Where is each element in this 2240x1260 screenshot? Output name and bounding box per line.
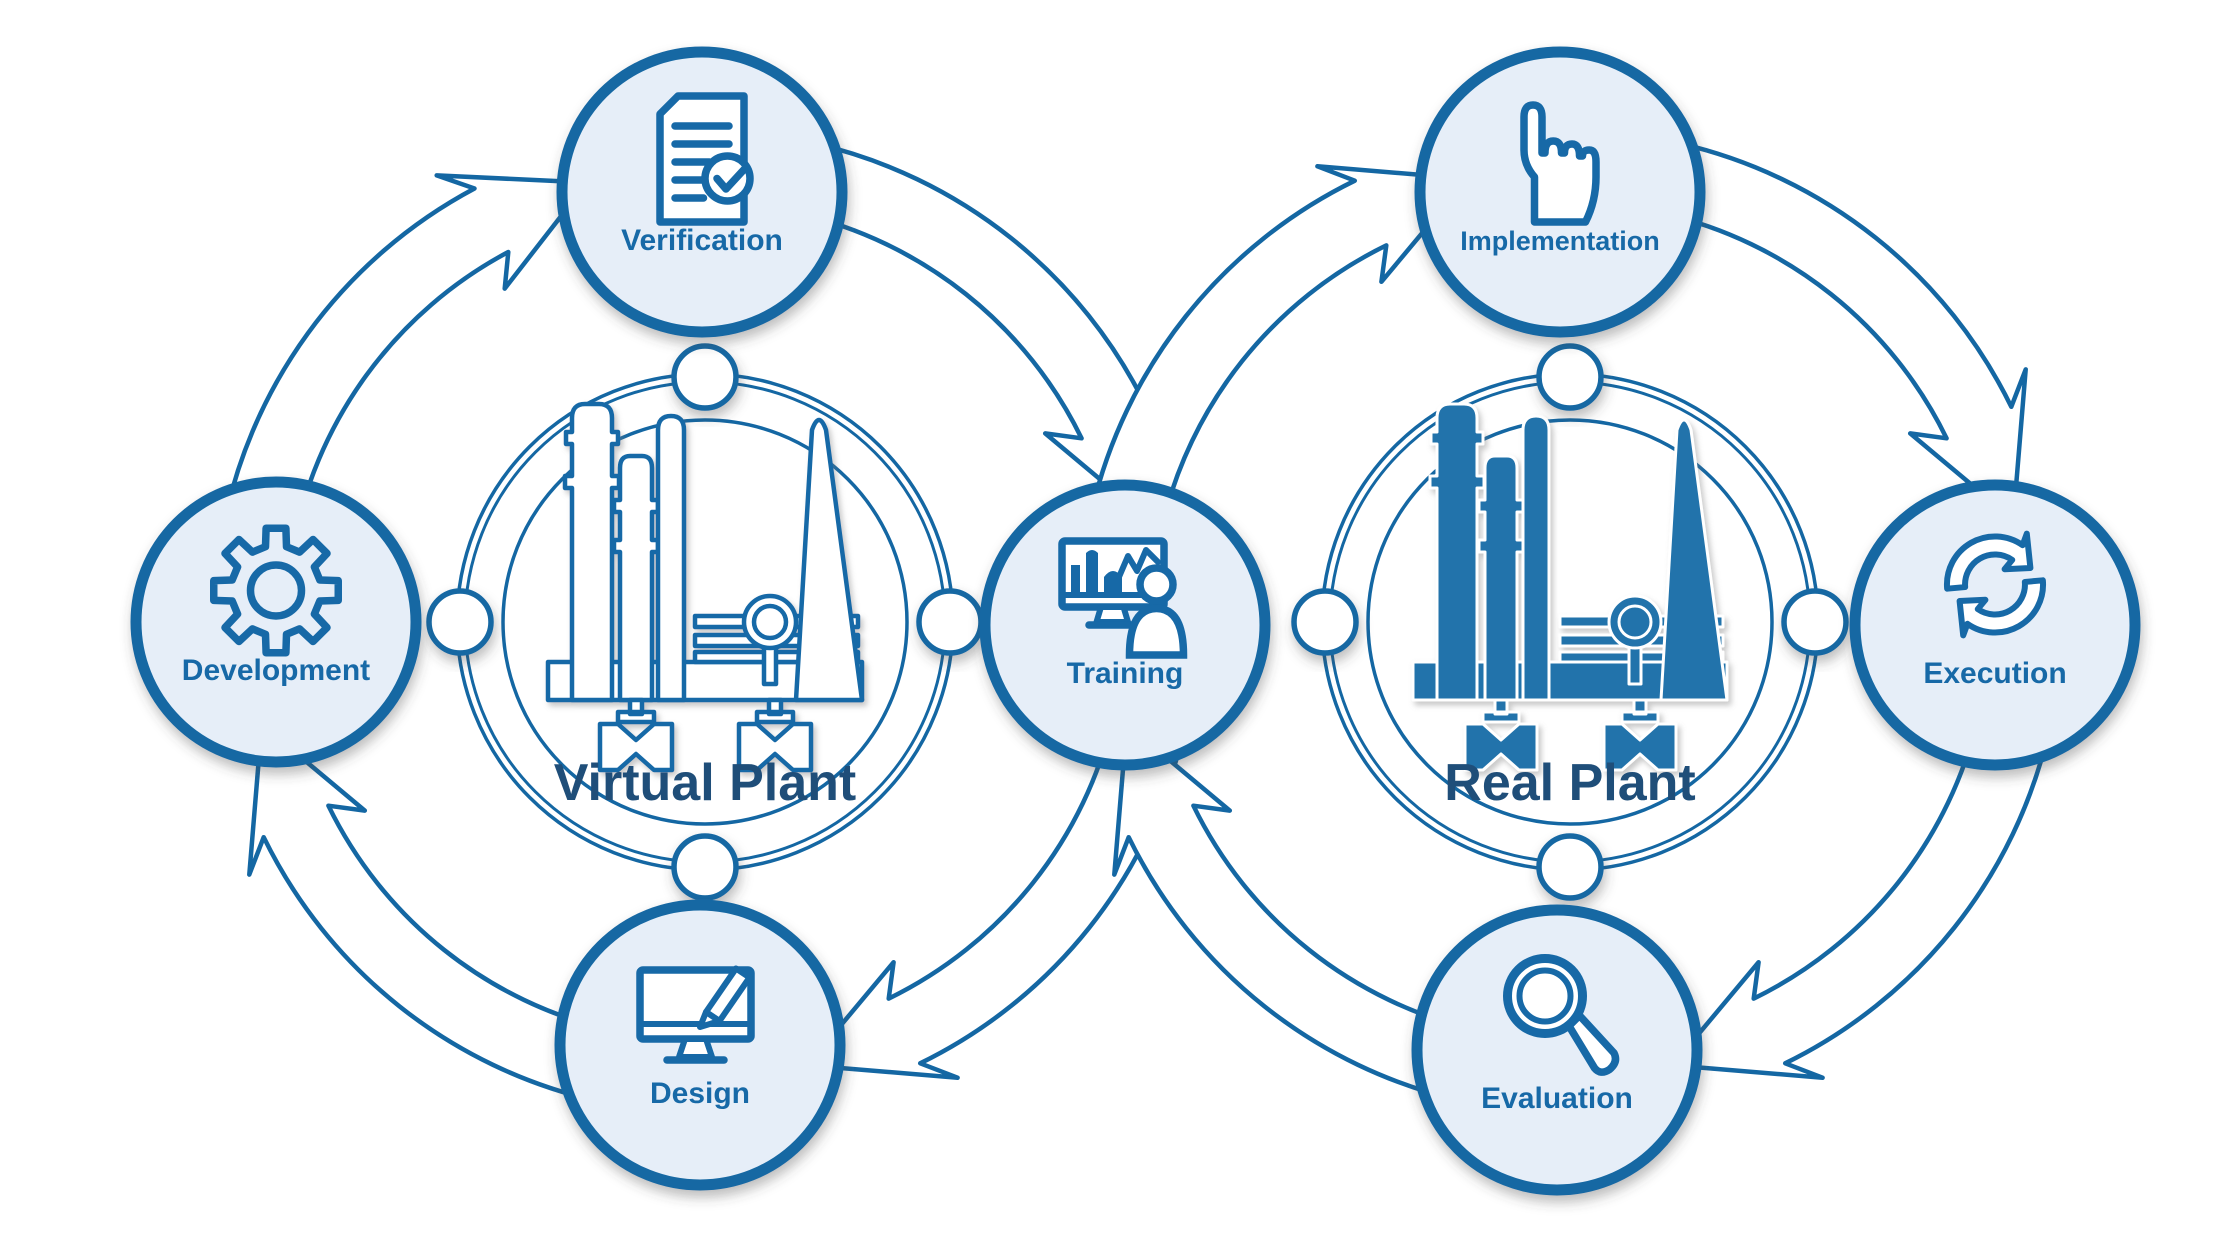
connector-dots: [426, 343, 1849, 901]
node-circle: [130, 476, 422, 768]
hand-point-icon: [1520, 101, 1600, 226]
real-plant-title: Real Plant: [1444, 754, 1695, 812]
flow-arrow-development-to-verification: [219, 173, 590, 552]
node-execution: Execution: [1849, 479, 2141, 771]
document-check-icon: [656, 92, 754, 226]
virtual-plant-title: Virtual Plant: [554, 754, 856, 812]
cycle-arrows-icon: [1943, 530, 2047, 639]
node-label: Development: [182, 654, 370, 687]
flow-arrow-training-to-implementation: [1089, 164, 1470, 530]
flow-arrow-execution-to-evaluation: [1670, 714, 2051, 1080]
node-circle: [1411, 904, 1703, 1196]
node-verification: Verification: [556, 46, 848, 338]
node-training: Training: [979, 479, 1271, 771]
real-plant-illustration: [1411, 402, 1729, 772]
monitor-pencil-icon: [636, 965, 755, 1064]
connector-dot: [1536, 833, 1604, 901]
flow-arrow-training-to-design: [805, 714, 1186, 1080]
connector-dot: [1536, 343, 1604, 411]
node-label: Verification: [621, 224, 783, 257]
connector-dot: [1781, 588, 1849, 656]
flow-arrows: [219, 141, 2051, 1103]
connector-dot: [671, 343, 739, 411]
flow-arrow-design-to-development: [247, 722, 613, 1103]
magnifier-icon: [1503, 954, 1620, 1076]
connector-dot: [426, 588, 494, 656]
virtual-plant-illustration: [545, 401, 865, 773]
flow-arrow-implementation-to-execution: [1662, 141, 2028, 522]
node-implementation: Implementation: [1414, 46, 1706, 338]
connector-dot: [671, 833, 739, 901]
node-label: Training: [1067, 657, 1184, 690]
node-evaluation: Evaluation: [1411, 904, 1703, 1196]
monitor-person-icon: [1058, 537, 1188, 659]
node-label: Implementation: [1460, 226, 1660, 256]
stage-nodes: Development Verification Design: [130, 46, 2141, 1196]
connector-dot: [916, 588, 984, 656]
node-label: Execution: [1923, 657, 2066, 690]
node-label: Evaluation: [1481, 1082, 1633, 1115]
node-design: Design: [554, 899, 846, 1191]
connector-dot: [1291, 588, 1359, 656]
gear-icon: [210, 524, 342, 657]
flow-arrow-evaluation-to-training: [1112, 722, 1478, 1103]
node-label: Design: [650, 1077, 750, 1110]
node-development: Development: [130, 476, 422, 768]
